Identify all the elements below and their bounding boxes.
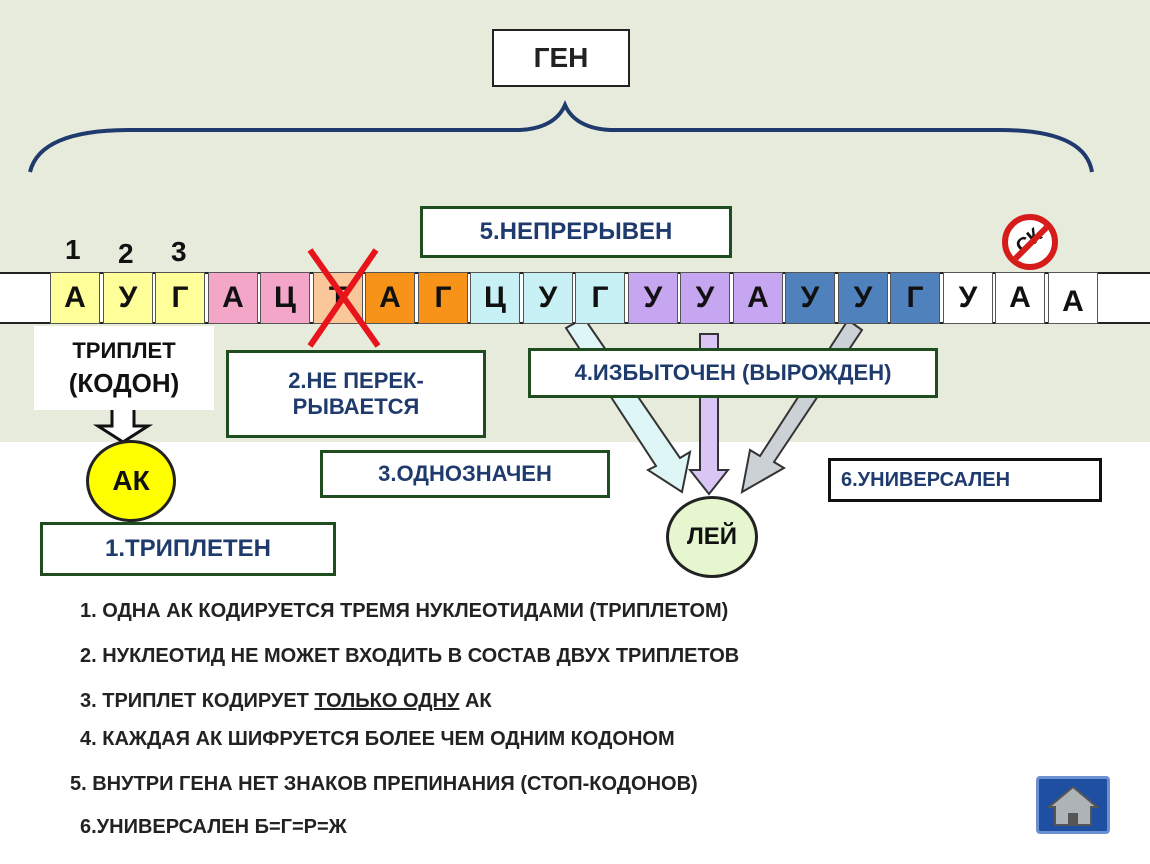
explanation-3: 3. ТРИПЛЕТ КОДИРУЕТ ТОЛЬКО ОДНУ АК bbox=[80, 690, 492, 713]
nucleotide-letter: У bbox=[853, 281, 873, 314]
nucleotide-letter: У bbox=[958, 281, 978, 314]
codon-label: (КОДОН) bbox=[68, 368, 180, 398]
nucleotide-1: А bbox=[50, 272, 100, 324]
nucleotide-19: А bbox=[995, 272, 1045, 324]
nucleotide-14: А bbox=[733, 272, 783, 324]
nucleotide-3: Г bbox=[155, 272, 205, 324]
nucleotide-11: Г bbox=[575, 272, 625, 324]
nucleotide-letter: А bbox=[379, 281, 401, 314]
property-unambiguous: 3.ОДНОЗНАЧЕН bbox=[320, 450, 610, 498]
position-3: 3 bbox=[171, 236, 187, 267]
gene-brace bbox=[28, 99, 1094, 173]
amino-acid-circle: АК bbox=[86, 440, 176, 522]
nucleotide-letter: Г bbox=[906, 281, 924, 314]
property-universal: 6.УНИВЕРСАЛЕН bbox=[828, 458, 1102, 502]
triplet-codon-label: ТРИПЛЕТ (КОДОН) bbox=[34, 326, 214, 410]
nucleotide-letter: Ц bbox=[274, 281, 296, 314]
nucleotide-5: Ц bbox=[260, 272, 310, 324]
p2-line2: РЫВАЕТСЯ bbox=[292, 394, 420, 419]
explanation-5: 5. ВНУТРИ ГЕНА НЕТ ЗНАКОВ ПРЕПИНАНИЯ (СТ… bbox=[70, 773, 698, 795]
nucleotide-20: А bbox=[1048, 272, 1098, 324]
explanation-6: 6.УНИВЕРСАЛЕН Б=Г=Р=Ж bbox=[80, 816, 347, 838]
explanation-4: 4. КАЖДАЯ АК ШИФРУЕТСЯ БОЛЕЕ ЧЕМ ОДНИМ К… bbox=[80, 728, 675, 750]
nucleotide-letter: А bbox=[747, 281, 769, 314]
e3-after: АК bbox=[459, 690, 492, 712]
p2-line1: 2.НЕ ПЕРЕК- bbox=[288, 368, 424, 393]
nucleotide-letter: Г bbox=[171, 281, 189, 314]
nucleotide-4: А bbox=[208, 272, 258, 324]
nucleotide-7: А bbox=[365, 272, 415, 324]
nucleotide-letter: А bbox=[64, 281, 86, 314]
e3-before: 3. ТРИПЛЕТ КОДИРУЕТ bbox=[80, 690, 315, 712]
nucleotide-letter: Г bbox=[434, 281, 452, 314]
property-non-overlapping: 2.НЕ ПЕРЕК- РЫВАЕТСЯ bbox=[226, 350, 486, 438]
nucleotide-letter: У bbox=[643, 281, 663, 314]
property-triplet: 1.ТРИПЛЕТЕН bbox=[40, 522, 336, 576]
property-degenerate: 4.ИЗБЫТОЧЕН (ВЫРОЖДЕН) bbox=[528, 348, 938, 398]
nucleotide-2: У bbox=[103, 272, 153, 324]
nucleotide-10: У bbox=[523, 272, 573, 324]
nucleotide-15: У bbox=[785, 272, 835, 324]
nucleotide-letter: Г bbox=[591, 281, 609, 314]
e3-underlined: ТОЛЬКО ОДНУ bbox=[314, 690, 460, 712]
gene-label: ГЕН bbox=[492, 29, 630, 87]
position-2: 2 bbox=[118, 238, 134, 269]
nucleotide-letter: А bbox=[1062, 285, 1084, 318]
nucleotide-letter: А bbox=[1009, 281, 1031, 314]
leucine-circle: ЛЕЙ bbox=[666, 496, 758, 578]
triplet-label: ТРИПЛЕТ bbox=[72, 338, 176, 363]
nucleotide-letter: Ц bbox=[484, 281, 506, 314]
home-button[interactable] bbox=[1036, 776, 1110, 834]
nucleotide-letter: У bbox=[800, 281, 820, 314]
nucleotide-17: Г bbox=[890, 272, 940, 324]
nucleotide-12: У bbox=[628, 272, 678, 324]
position-1: 1 bbox=[65, 234, 81, 265]
nucleotide-18: У bbox=[943, 272, 993, 324]
no-entry-icon: СК bbox=[1002, 214, 1058, 270]
nucleotide-16: У bbox=[838, 272, 888, 324]
explanation-2: 2. НУКЛЕОТИД НЕ МОЖЕТ ВХОДИТЬ В СОСТАВ Д… bbox=[80, 645, 740, 667]
home-icon bbox=[1046, 785, 1100, 826]
nucleotide-9: Ц bbox=[470, 272, 520, 324]
nucleotide-8: Г bbox=[418, 272, 468, 324]
nucleotide-letter: У bbox=[118, 281, 138, 314]
nucleotide-13: У bbox=[680, 272, 730, 324]
nucleotide-letter: А bbox=[222, 281, 244, 314]
nucleotide-letter: У bbox=[538, 281, 558, 314]
property-continuous: 5.НЕПРЕРЫВЕН bbox=[420, 206, 732, 258]
nucleotide-letter: Т bbox=[328, 281, 348, 314]
explanation-1: 1. ОДНА АК КОДИРУЕТСЯ ТРЕМЯ НУКЛЕОТИДАМИ… bbox=[80, 600, 729, 622]
nucleotide-letter: У bbox=[695, 281, 715, 314]
